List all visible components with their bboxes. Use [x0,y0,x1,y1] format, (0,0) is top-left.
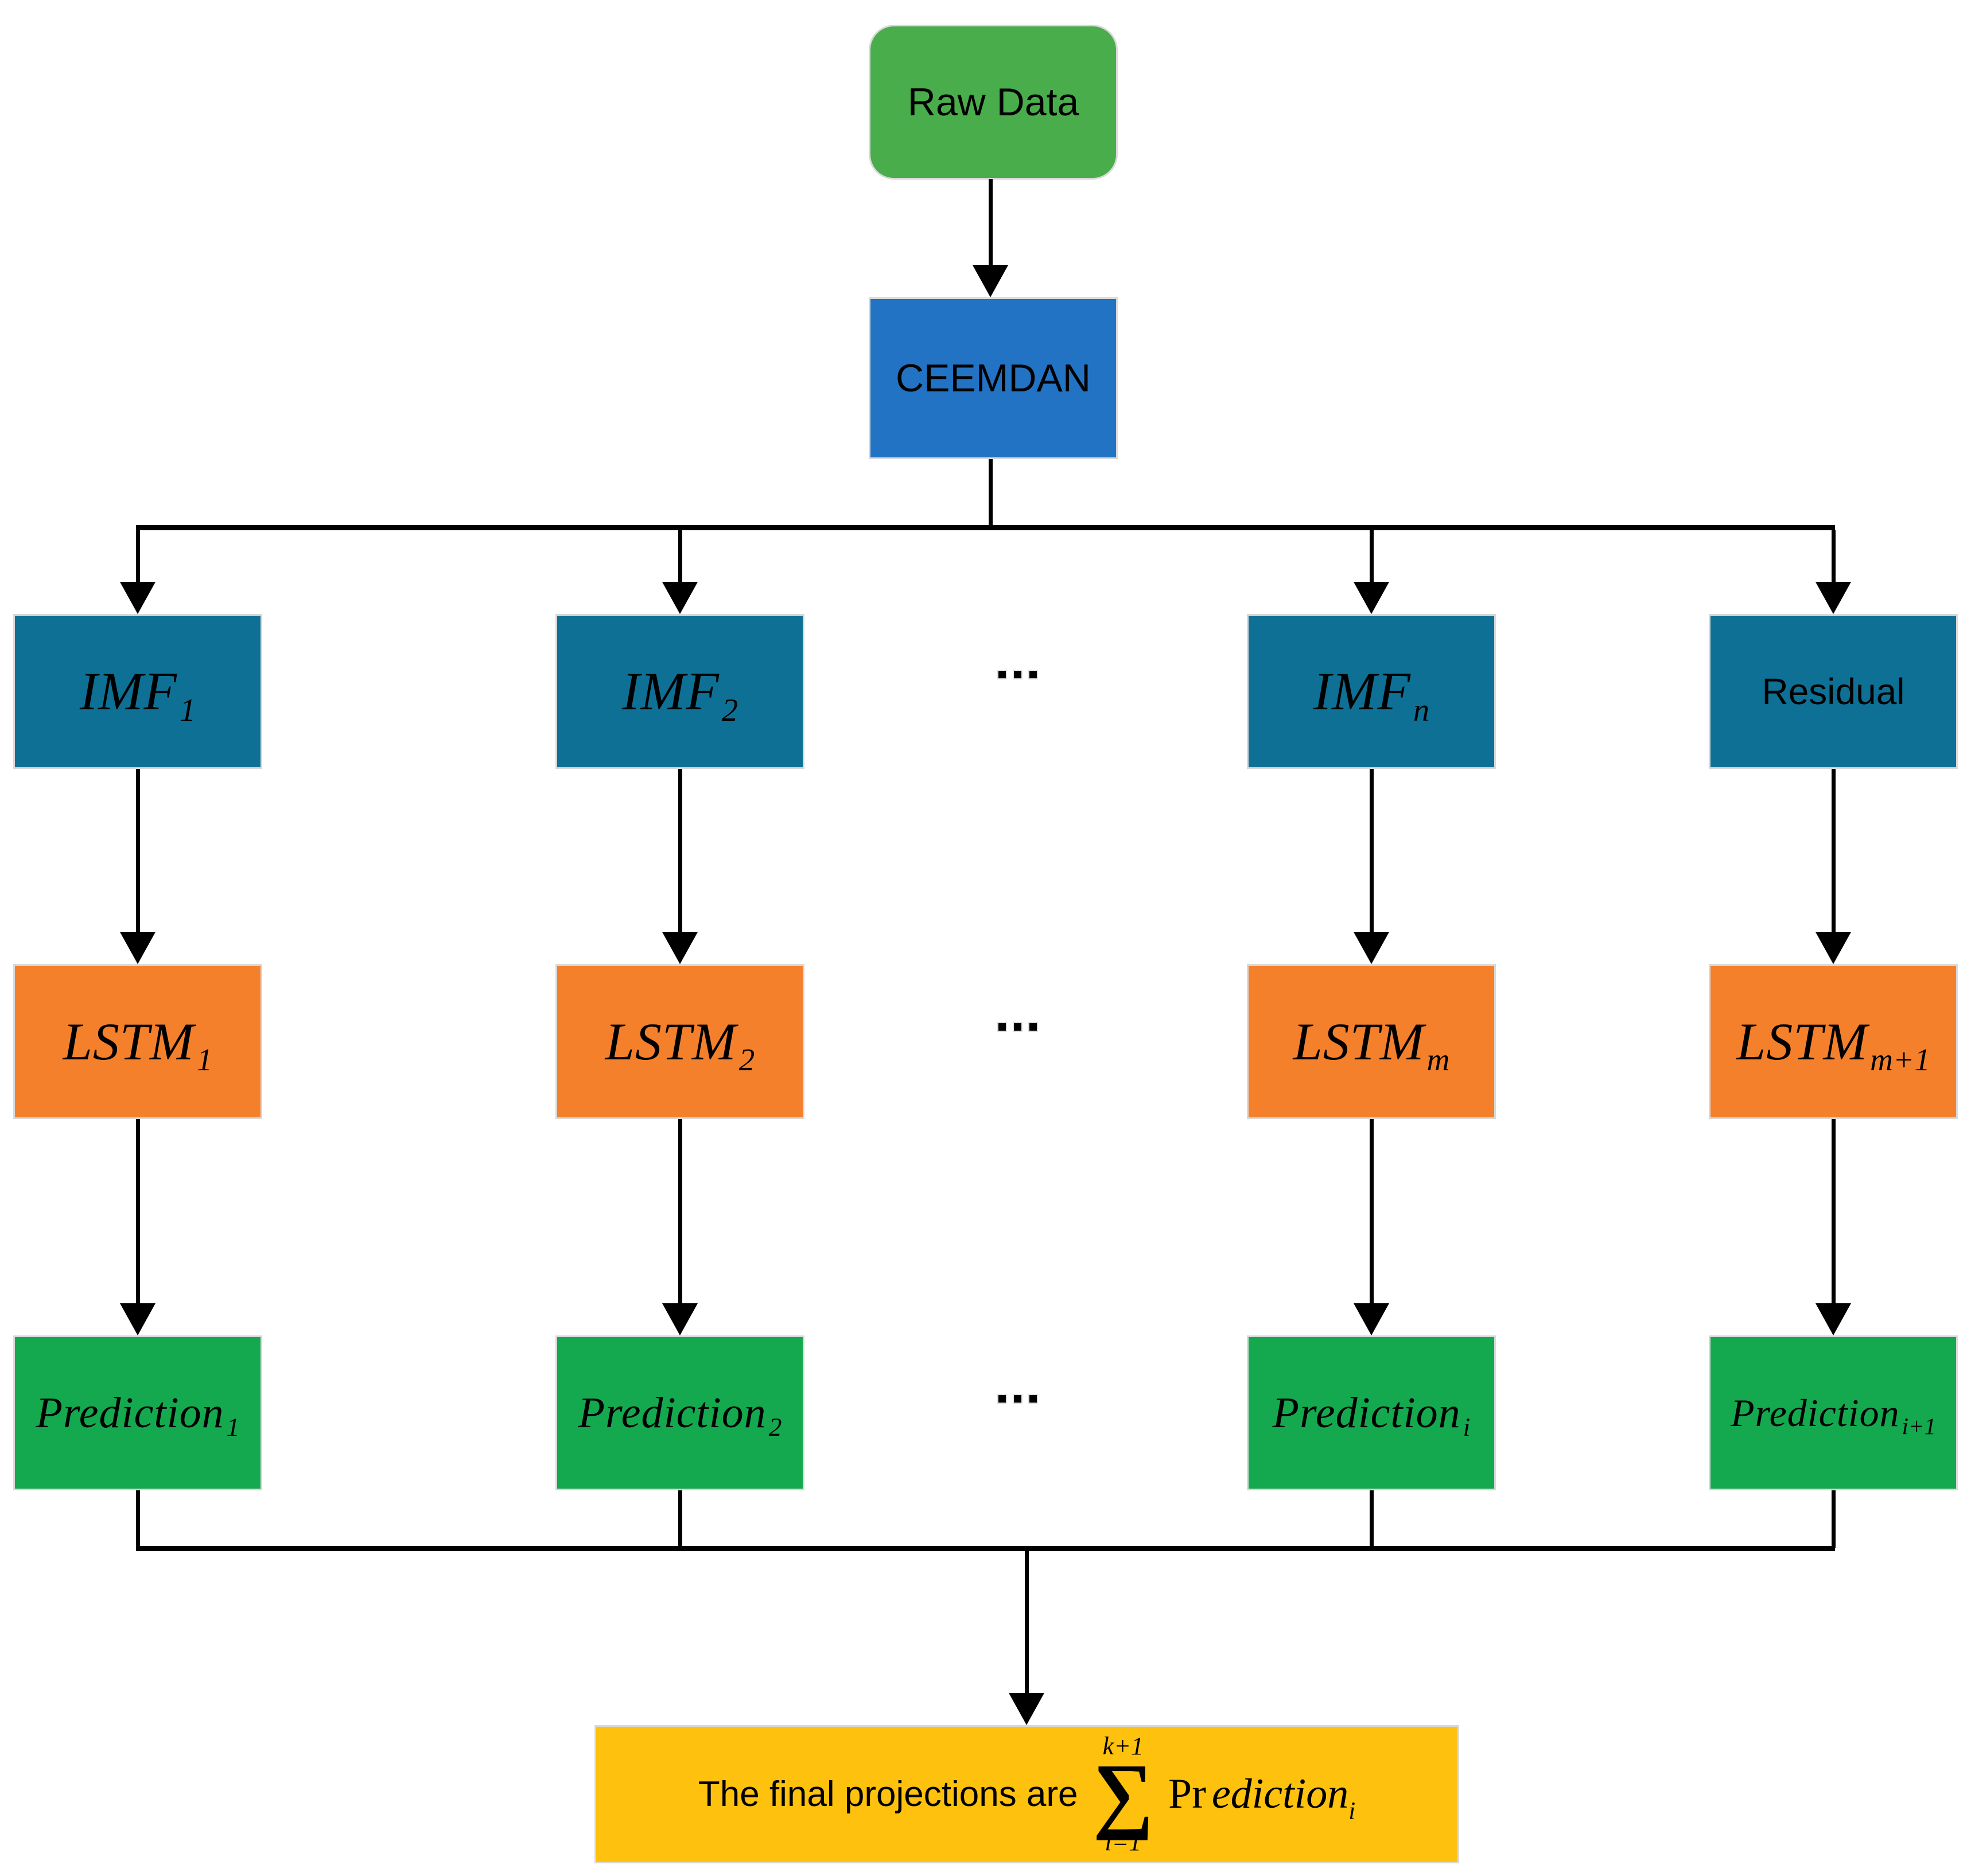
ellipsis-dots-prediction-row [997,1394,1038,1404]
arrow-lstm2-pred2-head [662,1303,698,1335]
prediction-i-label: Predictioni [1272,1388,1471,1442]
node-prediction-i: Predictioni [1247,1335,1496,1490]
dot-icon [1013,670,1023,679]
arrow-imfn-lstmm-line [1370,769,1374,933]
prediction-2-label: Prediction2 [578,1388,782,1442]
lstm-m1-label: LSTMm+1 [1736,1012,1930,1078]
node-ceemdan: CEEMDAN [869,297,1118,459]
branch-arrow-2-line [678,530,682,583]
node-imf-n: IMFn [1247,614,1496,769]
arrow-lstmm1-predi1-head [1816,1303,1851,1335]
dot-icon [997,1022,1007,1032]
node-prediction-i1: Predictioni+1 [1709,1335,1958,1490]
arrow-imf1-lstm1-line [136,769,140,933]
node-raw-data: Raw Data [869,25,1118,180]
raw-data-label: Raw Data [907,80,1079,124]
arrow-merge-final-line [1025,1551,1029,1694]
dot-icon [1013,1022,1023,1032]
prediction-i1-label: Predictioni+1 [1731,1391,1936,1439]
node-imf-2: IMF2 [555,614,804,769]
arrow-imf1-lstm1-head [120,932,155,964]
ellipsis-dots-lstm-row [997,1022,1038,1032]
dot-icon [1028,670,1038,679]
merge-stem-4 [1832,1490,1836,1548]
lstm-1-label: LSTM1 [63,1012,213,1078]
arrow-lstmm-predi-head [1354,1303,1389,1335]
arrow-imf2-lstm2-line [678,769,682,933]
dot-icon [997,1394,1007,1404]
lstm-2-label: LSTM2 [605,1012,755,1078]
branch-arrow-4-line [1832,530,1836,583]
arrow-lstm1-pred1-head [120,1303,155,1335]
imf-2-label: IMF2 [621,662,738,728]
branch-arrow-2-head [662,582,698,614]
sigma-icon: ∑ [1093,1746,1154,1841]
ceemdan-branch-stem [989,459,993,527]
residual-label: Residual [1762,671,1905,712]
final-prefix-label: The final projections are [698,1774,1078,1814]
arrow-raw-to-ceemdan-head [973,265,1008,297]
branch-arrow-4-head [1816,582,1851,614]
ceemdan-label: CEEMDAN [895,356,1091,400]
summation-symbol: k+1 ∑ i=1 [1093,1733,1154,1856]
merge-stem-3 [1370,1490,1374,1548]
branch-line [136,525,1835,530]
arrow-lstm1-pred1-line [136,1119,140,1304]
node-prediction-1: Prediction1 [13,1335,262,1490]
merge-line [136,1546,1835,1551]
sum-upper-bound: k+1 [1102,1731,1144,1760]
dot-icon [1028,1022,1038,1032]
ellipsis-dots-imf-row [997,670,1038,679]
node-lstm-m: LSTMm [1247,964,1496,1119]
sum-lower-bound: i=1 [1105,1828,1142,1856]
arrow-residual-lstmm1-head [1816,932,1851,964]
arrow-lstmm-predi-line [1370,1119,1374,1304]
branch-arrow-1-line [136,530,140,583]
arrow-imfn-lstmm-head [1354,932,1389,964]
merge-stem-1 [136,1490,140,1548]
dot-icon [997,670,1007,679]
branch-arrow-3-head [1354,582,1389,614]
arrow-imf2-lstm2-head [662,932,698,964]
arrow-lstmm1-predi1-line [1832,1119,1836,1304]
arrow-lstm2-pred2-line [678,1119,682,1304]
node-imf-1: IMF1 [13,614,262,769]
node-prediction-2: Prediction2 [555,1335,804,1490]
node-lstm-1: LSTM1 [13,964,262,1119]
dot-icon [1028,1394,1038,1404]
dot-icon [1013,1394,1023,1404]
prediction-1-label: Prediction1 [36,1388,240,1442]
branch-arrow-1-head [120,582,155,614]
arrow-residual-lstmm1-line [1832,769,1836,933]
node-lstm-m1: LSTMm+1 [1709,964,1958,1119]
merge-stem-2 [678,1490,682,1548]
imf-1-label: IMF1 [79,662,196,728]
imf-n-label: IMFn [1313,662,1430,728]
node-lstm-2: LSTM2 [555,964,804,1119]
arrow-raw-to-ceemdan-line [989,179,993,265]
arrow-merge-final-head [1009,1693,1044,1725]
branch-arrow-3-line [1370,530,1374,583]
lstm-m-label: LSTMm [1293,1012,1450,1078]
node-residual: Residual [1709,614,1958,769]
